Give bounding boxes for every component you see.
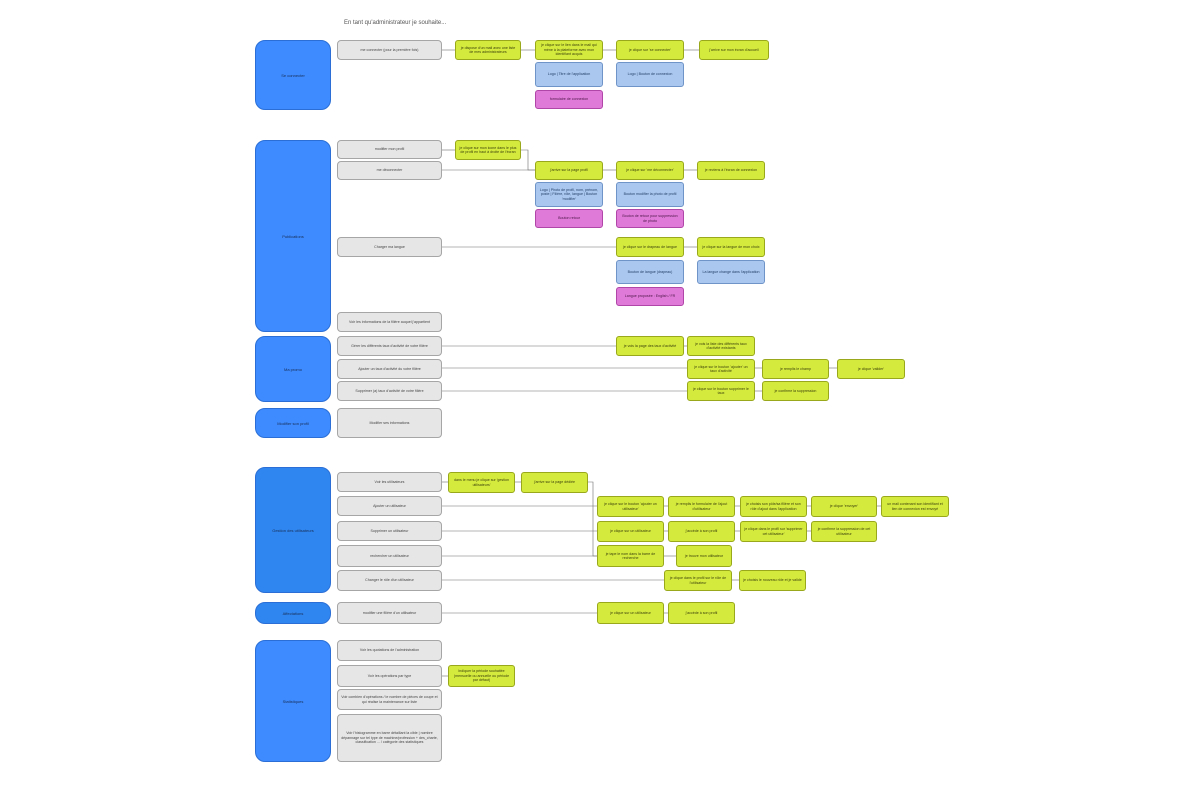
step-node[interactable]: je clique 'valider': [837, 359, 905, 379]
category-se-connecter[interactable]: Se connecter: [255, 40, 331, 110]
ui-element-node[interactable]: Bouton de langue (drapeau): [616, 260, 684, 284]
step-node[interactable]: je vois la liste des différents taux d'a…: [687, 336, 755, 356]
question-node[interactable]: Ajouter un utilisateur: [337, 496, 442, 516]
step-node[interactable]: je clique sur mon icone dans le plus de …: [455, 140, 521, 160]
step-node[interactable]: j'accède à son profil: [668, 602, 735, 624]
step-node[interactable]: je clique sur 'se connecter': [616, 40, 684, 60]
question-node[interactable]: me connecter (pour la première fois): [337, 40, 442, 60]
question-node[interactable]: me déconnecter: [337, 161, 442, 180]
step-node[interactable]: je clique 'envoyer': [811, 496, 877, 517]
step-node[interactable]: je choisis son pôle/sa filière et son rô…: [740, 496, 807, 517]
question-node[interactable]: Voir l'histogramme en barre détaillant l…: [337, 714, 442, 762]
step-node[interactable]: je clique sur la langue de mon choix: [697, 237, 765, 257]
ui-element-node[interactable]: Logo | Photo de profil, nom, prénom, pos…: [535, 182, 603, 207]
question-node[interactable]: Gérer les différents taux d'activité de …: [337, 336, 442, 356]
component-node[interactable]: Langue proposée : English / FR: [616, 287, 684, 306]
category-label: Modifier son profil: [277, 420, 309, 426]
category-label: Affectations: [282, 610, 304, 616]
step-node[interactable]: je clique sur 'me déconnecter': [616, 161, 684, 180]
step-node[interactable]: je reviens à l'écran de connexion: [697, 161, 765, 180]
question-node[interactable]: Voir les utilisateurs: [337, 472, 442, 492]
ui-element-node[interactable]: Logo | Bouton de connexion: [616, 62, 684, 87]
step-node[interactable]: Indiquer la période souhaitée (mensuelle…: [448, 665, 515, 687]
question-node[interactable]: Ajouter un taux d'activité du votre fili…: [337, 359, 442, 379]
step-node[interactable]: je clique sur un utilisateur: [597, 521, 664, 542]
category-ma-promo[interactable]: Ma promo: [255, 336, 331, 402]
component-node[interactable]: Bouton retour: [535, 209, 603, 228]
step-node[interactable]: je confirme la suppression de cet utilis…: [811, 521, 877, 542]
ui-element-node[interactable]: La langue change dans l'application: [697, 260, 765, 284]
question-node[interactable]: Voir combien d'opérations / le nombre de…: [337, 689, 442, 710]
step-node[interactable]: dans le menu je clique sur 'gestion util…: [448, 472, 515, 493]
step-node[interactable]: je confirme la suppression: [762, 381, 829, 401]
step-node[interactable]: je choisis le nouveau rôle et je valide: [739, 570, 806, 591]
step-node[interactable]: je clique dans le profil sur le rôle de …: [664, 570, 732, 591]
category-label: Se connecter: [281, 72, 305, 78]
step-node[interactable]: je clique sur le bouton 'ajouter un util…: [597, 496, 664, 517]
component-node[interactable]: formulaire de connexion: [535, 90, 603, 109]
step-node[interactable]: un mail contenant son identifiant et lie…: [881, 496, 949, 517]
step-node[interactable]: j'accède à son profil: [668, 521, 735, 542]
question-node[interactable]: Supprimer un utilisateur: [337, 521, 442, 541]
question-node[interactable]: modifier mon profil: [337, 140, 442, 159]
question-node[interactable]: Voir les informations de la filière auqu…: [337, 312, 442, 332]
category-statistiques[interactable]: Statistiques: [255, 640, 331, 762]
step-node[interactable]: je trouve mon utilisateur: [676, 545, 732, 567]
step-node[interactable]: je remplis le champ: [762, 359, 829, 379]
step-node[interactable]: j'arrive sur mon écran d'accueil: [699, 40, 769, 60]
step-node[interactable]: je clique sur un utilisateur: [597, 602, 664, 624]
category-affectations[interactable]: Affectations: [255, 602, 331, 624]
step-node[interactable]: je clique sur le drapeau de langue: [616, 237, 684, 257]
question-node[interactable]: Charger ma langue: [337, 237, 442, 257]
component-node[interactable]: Bouton de retour pour suppression de pho…: [616, 209, 684, 228]
step-node[interactable]: j'arrive sur la page profil: [535, 161, 603, 180]
step-node[interactable]: je dispose d'un mail avec une liste de m…: [455, 40, 521, 60]
step-node[interactable]: je clique sur le bouton 'ajouter' un tau…: [687, 359, 755, 379]
step-node[interactable]: je clique dans le profil sur 'supprimer …: [740, 521, 807, 542]
question-node[interactable]: Modifier ses informations: [337, 408, 442, 438]
category-label: Statistiques: [282, 698, 304, 704]
category-label: Gestion des utilisateurs: [272, 527, 314, 533]
question-node[interactable]: Voir les quotations de l'administration: [337, 640, 442, 661]
step-node[interactable]: je clique sur le lien dans le mail qui m…: [535, 40, 603, 60]
ui-element-node[interactable]: Logo | Titre de l'application: [535, 62, 603, 87]
step-node[interactable]: je remplis le formulaire de l'ajout d'ut…: [668, 496, 735, 517]
category-label: Ma promo: [283, 366, 302, 372]
question-node[interactable]: rechercher un utilisateur: [337, 545, 442, 567]
question-node[interactable]: Supprimer (a) taux d'activité de votre f…: [337, 381, 442, 401]
category-gestion-utilisateurs[interactable]: Gestion des utilisateurs: [255, 467, 331, 593]
step-node[interactable]: je vois la page des taux d'activité: [616, 336, 684, 356]
step-node[interactable]: je clique sur le bouton supprimer le tau…: [687, 381, 755, 401]
step-node[interactable]: j'arrive sur la page dédiée: [521, 472, 588, 493]
ui-element-node[interactable]: Bouton modifier la photo de profil: [616, 182, 684, 207]
category-label: Publications: [282, 233, 304, 239]
category-modifier-profil[interactable]: Modifier son profil: [255, 408, 331, 438]
question-node[interactable]: Changer le rôle d'un utilisateur: [337, 570, 442, 591]
question-node[interactable]: Voir les opérations par type: [337, 665, 442, 687]
question-node[interactable]: modifier une filière d'un utilisateur: [337, 602, 442, 624]
category-publications[interactable]: Publications: [255, 140, 331, 332]
step-node[interactable]: je tape le nom dans la barre de recherch…: [597, 545, 664, 567]
diagram-title: En tant qu'administrateur je souhaite...: [344, 20, 447, 26]
